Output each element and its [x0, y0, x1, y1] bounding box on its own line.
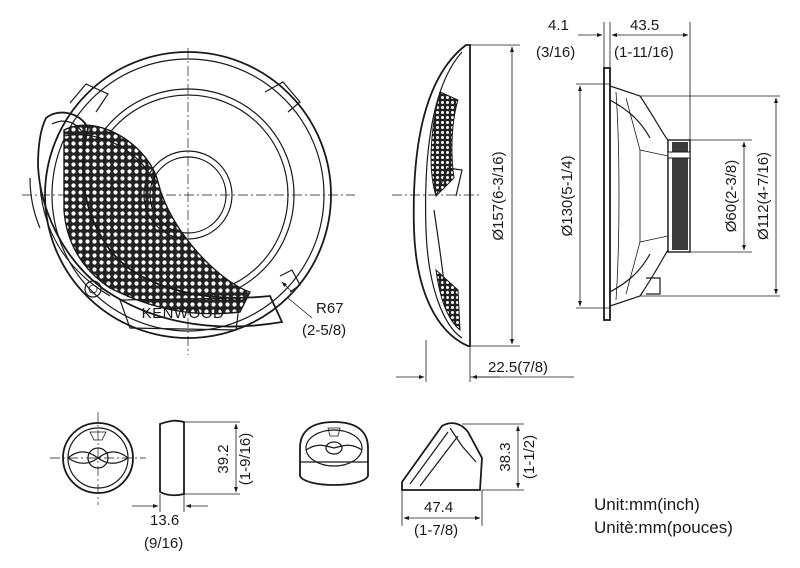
depth-mm-label: 43.5 — [630, 17, 659, 34]
angled-height-mm-label: 38.3 — [497, 442, 514, 471]
depth-inch-label: (1-11/16) — [614, 44, 674, 61]
grille-side-view: Ø157(6-3/16) 22.5(7/8) — [392, 44, 574, 382]
angled-height-inch-label: (1-1/2) — [521, 435, 538, 479]
tweeter-depth-inch-label: (9/16) — [144, 535, 183, 552]
angled-width-inch-label: (1-7/8) — [414, 522, 458, 539]
outer-diameter-label: Ø157(6-3/16) — [490, 151, 507, 240]
basket-diameter-label: Ø112(4-7/16) — [755, 152, 772, 240]
tweeter-height-mm-label: 39.2 — [215, 444, 232, 473]
units-note: Unit:mm(inch) Unitè:mm(pouces) — [594, 495, 733, 537]
angled-tweeter-front-view — [299, 421, 369, 486]
tweeter-depth-mm-label: 13.6 — [150, 512, 179, 529]
cutout-diameter-label: Ø130(5-1/4) — [559, 156, 576, 237]
brand-logo-text: KENWOOD — [142, 305, 225, 322]
angled-tweeter-side-view: 38.3 (1-1/2) 47.4 (1-7/8) — [401, 422, 538, 539]
woofer-front-view: KENWOOD R67 (2-5/8) — [22, 48, 355, 355]
units-line-fr: Unitè:mm(pouces) — [594, 518, 733, 537]
mount-depth-inch-label: (3/16) — [536, 44, 575, 61]
woofer-side-view: 4.1 (3/16) 43.5 (1-11/16) Ø130(5-1/4) Ø6… — [536, 17, 780, 321]
units-line-en: Unit:mm(inch) — [594, 495, 700, 514]
magnet-diameter-label: Ø60(2-3/8) — [723, 160, 740, 233]
grille-depth-label: 22.5(7/8) — [488, 359, 548, 376]
tweeter-side-view: 39.2 (1-9/16) 13.6 (9/16) — [132, 419, 254, 552]
tweeter-height-inch-label: (1-9/16) — [237, 433, 254, 486]
radius-mm-label: R67 — [316, 300, 344, 317]
tweeter-front-view — [50, 412, 146, 505]
angled-width-mm-label: 47.4 — [424, 499, 453, 516]
radius-inch-label: (2-5/8) — [302, 322, 346, 339]
mount-depth-mm-label: 4.1 — [548, 17, 569, 34]
